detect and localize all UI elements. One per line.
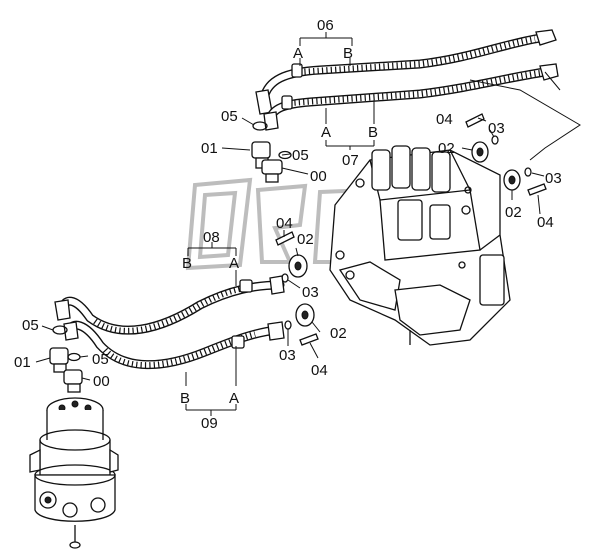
- label-06-b: B: [343, 45, 353, 62]
- control-valve: [329, 145, 511, 346]
- label-09-b: B: [180, 390, 190, 407]
- label-07: 07: [342, 152, 359, 169]
- callouts: 06 A B 05 01 05 00 A B 07 04 02 03 03 02…: [14, 17, 562, 432]
- label-02-c2: 02: [330, 325, 347, 342]
- label-01-top: 01: [201, 140, 218, 157]
- label-00-top: 00: [310, 168, 327, 185]
- label-03-r1: 03: [488, 120, 505, 137]
- label-03-r2: 03: [545, 170, 562, 187]
- fitting-group-top: [251, 121, 292, 183]
- label-08-a: A: [229, 255, 239, 272]
- flange-group-center: [275, 231, 319, 346]
- leader-06-07-right: [469, 71, 581, 161]
- label-09-a: A: [229, 390, 239, 407]
- hose-09: [63, 320, 285, 370]
- label-02-r2: 02: [505, 204, 522, 221]
- rotary-unit: [29, 397, 119, 549]
- label-00-l: 00: [93, 373, 110, 390]
- flange-group-right: [465, 113, 547, 196]
- label-03-c1: 03: [302, 284, 319, 301]
- label-08-b: B: [182, 255, 192, 272]
- label-05-mid: 05: [292, 147, 309, 164]
- label-06-a: A: [293, 45, 303, 62]
- label-09: 09: [201, 415, 218, 432]
- hose-08: [54, 275, 285, 335]
- label-01-l: 01: [14, 354, 31, 371]
- label-04-c2: 04: [311, 362, 328, 379]
- brackets: [185, 32, 375, 416]
- label-07-b: B: [368, 124, 378, 141]
- label-04-c1: 04: [276, 215, 293, 232]
- label-02-c1: 02: [297, 231, 314, 248]
- label-07-a: A: [321, 124, 331, 141]
- hose-06: [255, 29, 557, 115]
- label-06: 06: [317, 17, 334, 34]
- label-04-r2: 04: [537, 214, 554, 231]
- label-05-top: 05: [221, 108, 238, 125]
- leaders: [35, 117, 545, 381]
- label-05-l2: 05: [92, 351, 109, 368]
- label-03-c2: 03: [279, 347, 296, 364]
- fitting-group-left: [49, 325, 83, 393]
- label-05-l1: 05: [22, 317, 39, 334]
- label-02-r1: 02: [438, 140, 455, 157]
- label-08: 08: [203, 229, 220, 246]
- label-04-r1: 04: [436, 111, 453, 128]
